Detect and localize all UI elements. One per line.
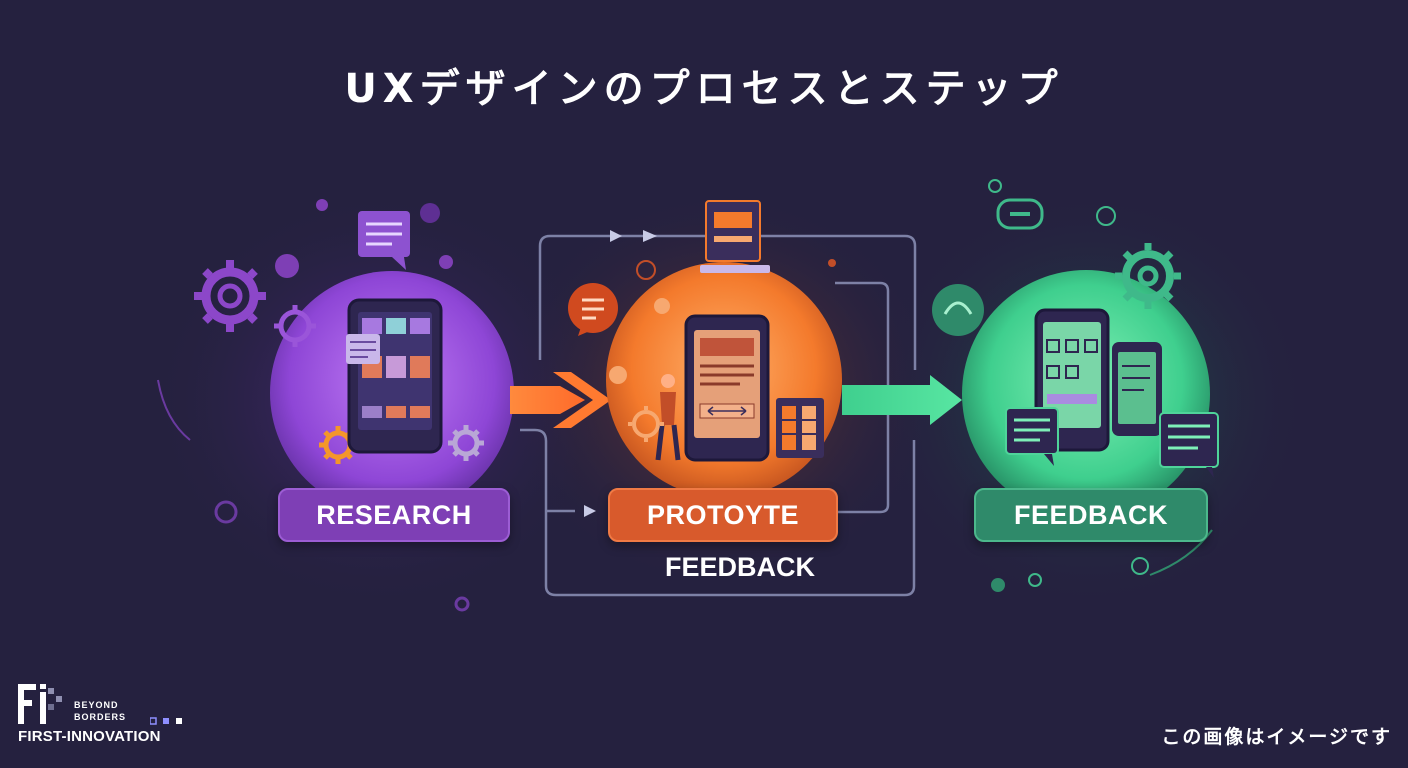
- prototype-dot: [609, 366, 627, 384]
- logo-tagline: BORDERS: [74, 712, 126, 722]
- prototype-label: PROTOYTE: [608, 488, 838, 542]
- research-label: RESEARCH: [278, 488, 510, 542]
- image-disclaimer: この画像はイメージです: [1161, 722, 1392, 749]
- feedback-dot: [991, 578, 1005, 592]
- phone-icon: [686, 316, 768, 460]
- logo-dots-icon: [150, 717, 190, 725]
- feedback-dot: [989, 180, 1001, 192]
- feedback-label: FEEDBACK: [974, 488, 1208, 542]
- headset-icon: [932, 284, 984, 336]
- research-dot: [420, 203, 440, 223]
- logo-tagline: BEYOND: [74, 700, 119, 710]
- page-title: UXデザインのプロセスとステップ: [0, 56, 1408, 114]
- phone-icon: [1112, 342, 1162, 436]
- logo-company-name: FIRST-INNOVATION: [18, 728, 161, 745]
- research-dot: [439, 255, 453, 269]
- feedback-loop-label: FEEDBACK: [640, 552, 840, 583]
- server-rack-icon: [776, 398, 824, 458]
- logo-mark-icon: [18, 684, 70, 726]
- phone-icon: [346, 300, 441, 452]
- research-dot: [275, 254, 299, 278]
- prototype-dot: [828, 259, 836, 267]
- prototype-dot: [654, 298, 670, 314]
- research-dot: [456, 598, 468, 610]
- research-dot: [316, 199, 328, 211]
- company-logo: BEYOND BORDERS FIRST-INNOVATION: [18, 684, 198, 746]
